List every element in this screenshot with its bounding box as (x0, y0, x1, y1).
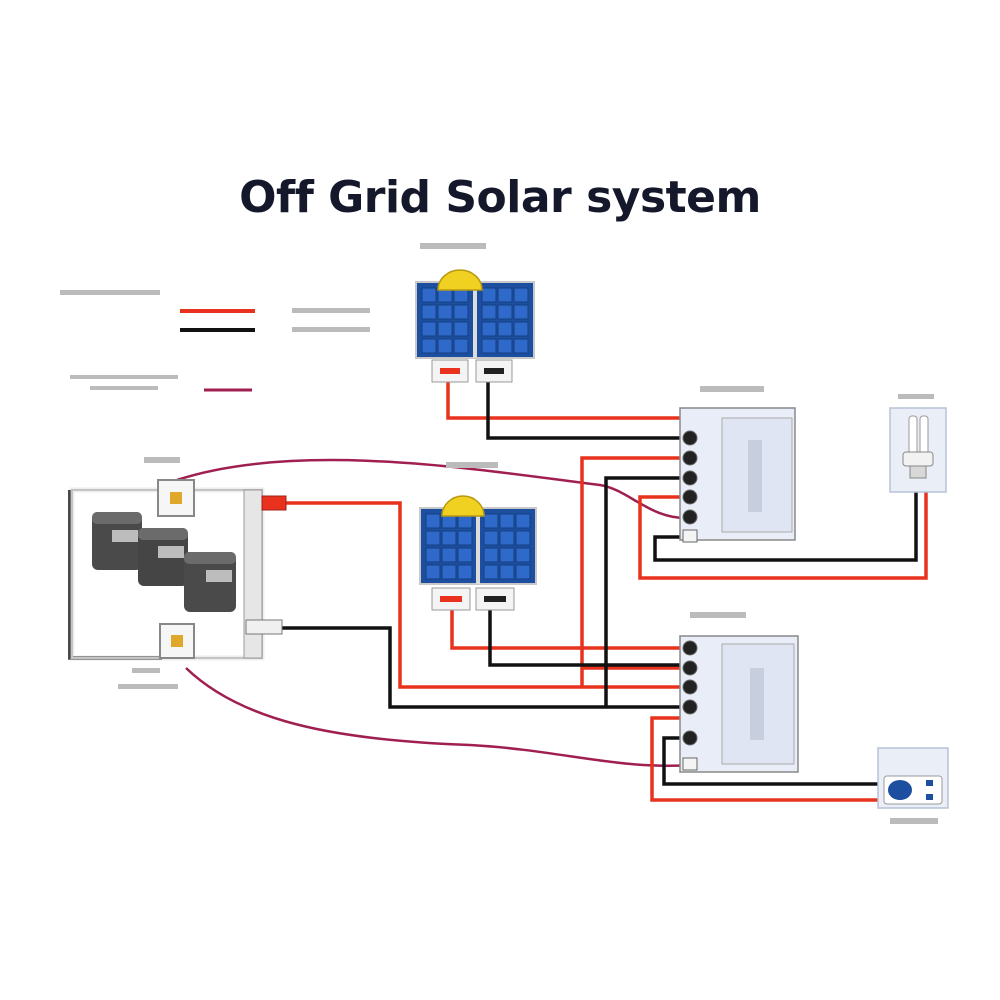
wire-panel1-pos (446, 380, 688, 420)
panel-top-label-blur (420, 243, 486, 249)
wire-socket-neg (662, 736, 885, 786)
legend (60, 290, 370, 392)
wire-panel1-neg (486, 380, 688, 440)
solar-panel-icon (415, 269, 535, 359)
busbar-pos-terminal (261, 495, 287, 511)
wire-lamp-pos (638, 488, 928, 580)
legend-negative-label-blur (292, 327, 370, 332)
lamp-load (889, 394, 947, 493)
legend-positive-label-blur (292, 308, 370, 313)
controller-bottom-label-blur (690, 612, 746, 618)
fuse-icon (159, 623, 195, 659)
positive-wires (268, 380, 928, 802)
controller-icon (679, 635, 799, 773)
socket-load (877, 747, 949, 824)
signal-wire-bottom (185, 667, 691, 768)
lamp-label-blur (898, 394, 934, 399)
controller-top-terminals (682, 430, 698, 543)
battery-icon (92, 512, 142, 570)
wire-panel2-neg (488, 607, 688, 667)
lamp-panel (889, 407, 947, 493)
panel-top-junction-box (431, 359, 513, 383)
lamp-icon (902, 415, 934, 479)
wire-socket-pos (650, 716, 885, 802)
panel-light-icon (441, 495, 485, 517)
wire-bus-pos (268, 501, 688, 689)
wire-bus-neg (268, 626, 688, 709)
wire-panel2-pos (450, 607, 688, 650)
signal-wire-top (176, 458, 691, 520)
battery-bank (69, 457, 287, 689)
controller-icon (679, 407, 796, 541)
charge-controller-top (679, 386, 796, 543)
controller-top-label-blur (700, 386, 764, 392)
charge-controller-bottom (679, 612, 799, 773)
busbar (243, 489, 263, 659)
panel-light-icon (437, 269, 483, 291)
legend-label-1-blur (60, 290, 160, 295)
busbar-neg-terminal (245, 619, 283, 635)
fuse-bottom-label-blur-1 (132, 668, 160, 673)
solar-panel-icon (419, 495, 537, 585)
wire-ctrl1-pos-link (580, 456, 688, 687)
controller-bottom-terminals (682, 640, 698, 771)
panel-middle-label-blur (446, 462, 498, 468)
battery-icon (184, 552, 236, 612)
legend-label-2-blur (70, 375, 178, 379)
solar-panel-middle (419, 462, 537, 611)
battery-icon (138, 528, 188, 586)
signal-wires (176, 458, 691, 768)
fuse-bottom-label-blur-2 (118, 684, 178, 689)
solar-panel-top (415, 243, 535, 383)
diagram-title: Off Grid Solar system (239, 172, 761, 223)
fuse-top-label-blur (144, 457, 180, 463)
socket-icon (883, 775, 943, 805)
fuse-icon (157, 479, 195, 517)
panel-middle-junction-box (431, 587, 515, 611)
wire-lamp-neg (653, 488, 918, 562)
legend-label-3-blur (90, 386, 158, 390)
socket-label-blur (890, 818, 938, 824)
wire-ctrl1-neg-link (604, 476, 688, 707)
